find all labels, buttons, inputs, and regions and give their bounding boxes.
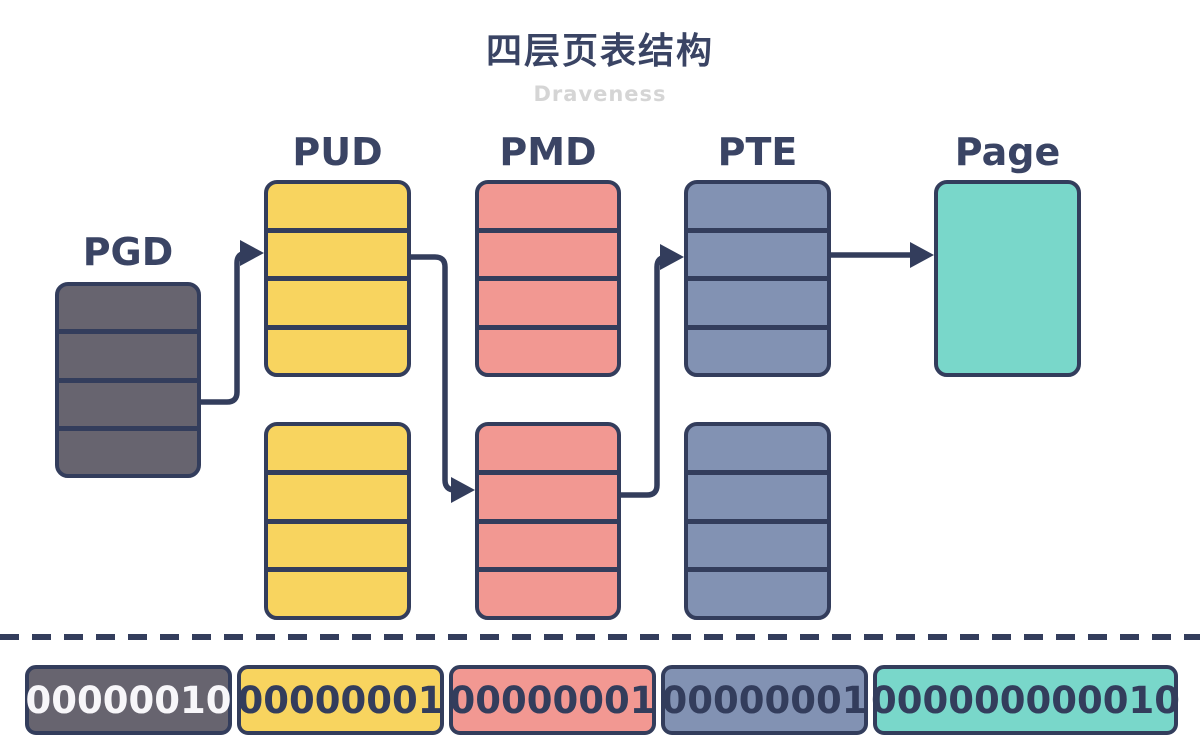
table-row bbox=[688, 184, 827, 228]
label-page: Page bbox=[954, 130, 1061, 174]
table-row bbox=[268, 572, 407, 616]
bit-segment-pud: 00000001 bbox=[237, 665, 444, 735]
table-row bbox=[688, 523, 827, 568]
page-block bbox=[934, 180, 1081, 377]
arrowhead-pte bbox=[660, 244, 684, 270]
watermark-text: Draveness bbox=[533, 82, 667, 106]
bit-segment-offset: 000000000010 bbox=[871, 665, 1180, 735]
table-row bbox=[479, 329, 617, 373]
arrow-pud-to-pmd bbox=[411, 254, 458, 493]
arrowhead-pud bbox=[240, 240, 264, 266]
table-row bbox=[268, 523, 407, 568]
pgd-table bbox=[55, 282, 201, 478]
table-row bbox=[59, 286, 197, 330]
table-row bbox=[479, 523, 617, 568]
table-row bbox=[479, 281, 617, 325]
pmd-table-1 bbox=[475, 180, 621, 377]
arrowhead-page bbox=[910, 242, 934, 268]
label-pgd: PGD bbox=[82, 230, 174, 274]
table-row bbox=[59, 382, 197, 426]
table-row bbox=[688, 232, 827, 276]
pte-table-2 bbox=[684, 422, 831, 620]
arrow-pgd-to-pud bbox=[201, 250, 248, 405]
label-pmd: PMD bbox=[499, 130, 597, 174]
table-row bbox=[268, 281, 407, 325]
table-row bbox=[59, 334, 197, 378]
bit-segment-pte: 00000001 bbox=[661, 665, 868, 735]
pud-table-2 bbox=[264, 422, 411, 620]
pte-table-1 bbox=[684, 180, 831, 377]
table-row bbox=[268, 474, 407, 519]
pmd-table-2 bbox=[475, 422, 621, 620]
pud-table-1 bbox=[264, 180, 411, 377]
table-row bbox=[688, 329, 827, 373]
arrowhead-pmd bbox=[451, 477, 475, 503]
table-row bbox=[479, 426, 617, 470]
table-row bbox=[268, 329, 407, 373]
table-row bbox=[268, 184, 407, 228]
table-row bbox=[688, 281, 827, 325]
table-row bbox=[688, 474, 827, 519]
table-row bbox=[59, 430, 197, 474]
table-row bbox=[268, 232, 407, 276]
label-pte: PTE bbox=[717, 130, 798, 174]
diagram-title: 四层页表结构 bbox=[485, 31, 714, 72]
bit-segment-pmd: 00000001 bbox=[449, 665, 656, 735]
table-row bbox=[479, 572, 617, 616]
label-pud: PUD bbox=[292, 130, 383, 174]
table-row bbox=[479, 474, 617, 519]
arrow-pmd-to-pte bbox=[621, 254, 668, 498]
table-row bbox=[479, 184, 617, 228]
table-row bbox=[688, 572, 827, 616]
table-row bbox=[479, 232, 617, 276]
table-row bbox=[268, 426, 407, 470]
table-row bbox=[688, 426, 827, 470]
bit-segment-pgd: 00000010 bbox=[25, 665, 232, 735]
